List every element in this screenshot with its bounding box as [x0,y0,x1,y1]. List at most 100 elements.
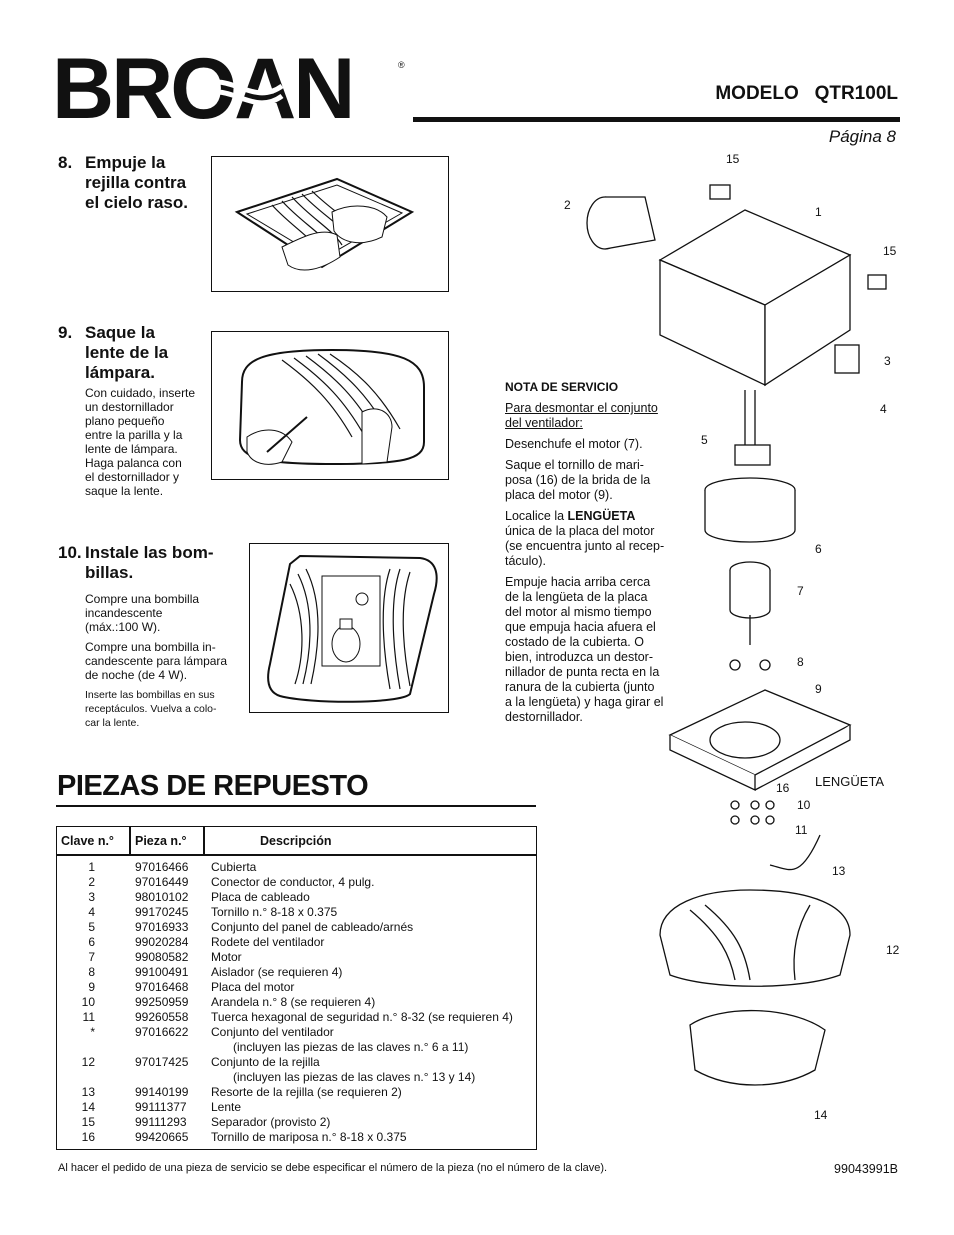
table-cell-descripcion: Cubierta [211,860,257,874]
spacer-part-right [867,274,887,290]
step-10-body-line: incandescente [85,606,163,620]
registered-mark: ® [398,60,405,70]
table-cell-clave: 12 [81,1055,95,1069]
service-note-line: Saque el tornillo de mari- [505,458,644,472]
callout-13: 13 [832,864,846,878]
callout-14: 14 [814,1108,828,1122]
table-cell-pieza: 98010102 [135,890,189,904]
table-cell-pieza: 99100491 [135,965,189,979]
table-cell-clave: 3 [88,890,95,904]
step-10-body-line: Compre una bombilla [85,592,200,606]
table-cell-clave: * [90,1025,95,1039]
step-9-body-line: saque la lente. [85,484,164,498]
callout-lenguueta: LENGÜETA [815,774,885,789]
service-note-line: táculo). [505,554,546,568]
step-8-title: Empuje la rejilla contra el cielo raso. [85,153,210,213]
service-note-line: del motor al mismo tiempo [505,605,652,619]
callout-5: 5 [701,433,708,447]
step-9-body: Con cuidado, inserte un destornillador p… [85,386,210,498]
service-note: NOTA DE SERVICIO Para desmontar el conju… [505,380,675,725]
model-value: QTR100L [814,83,898,104]
step-10-body-line: candescente para lámpara [85,654,228,668]
step-10-number: 10. [58,543,82,562]
table-cell-pieza: 99420665 [135,1130,189,1144]
callout-9: 9 [815,682,822,696]
table-header-rule [57,854,536,856]
step-10-body-line: Inserte las bombillas en sus [85,689,215,701]
service-note-line: ranura de la cubierta (junto [505,680,655,694]
step-9-body-line: plano pequeño [85,414,165,428]
table-cell-pieza: 99250959 [135,995,189,1009]
table-cell-descripcion: Conjunto del ventilador [211,1025,334,1039]
callout-15-top: 15 [726,152,740,166]
table-cell-clave: 11 [82,1010,95,1024]
step-10-body-line: (máx.:100 W). [85,620,161,634]
callout-7: 7 [797,584,804,598]
table-header-divider [129,827,131,854]
model-line: MODELO QTR100L [715,83,898,105]
callout-8: 8 [797,655,804,669]
header-clave: Clave n.° [61,834,114,848]
table-cell-descripcion: Tuerca hexagonal de seguridad n.° 8-32 (… [211,1010,513,1024]
service-note-line: costado de la cubierta. O [505,635,644,649]
service-note-line: a la lengüeta) y haga girar el [505,695,664,709]
step-9-title-line: Saque la [85,323,155,342]
header-pieza: Pieza n.° [135,834,187,848]
table-cell-clave: 15 [81,1115,95,1129]
bulb-install-illustration [267,554,438,703]
service-note-step: Desenchufe el motor (7). [505,437,643,451]
wiring-plate [834,344,860,374]
step-8-illustration [211,156,449,292]
service-note-step: Empuje hacia arriba cerca de la lengüeta… [505,575,675,725]
step-9-body-line: Con cuidado, inserte [85,386,196,400]
step-10-title-line: billas. [85,563,134,582]
table-cell-descripcion: Placa del motor [211,980,295,994]
callout-10: 10 [797,798,811,812]
table-cell-descripcion: Placa de cableado [211,890,310,904]
header-descripcion: Descripción [260,834,332,848]
step-8-title-line: Empuje la [85,153,166,172]
service-note-line: placa del motor (9). [505,488,613,502]
callout-15-right: 15 [883,244,897,258]
callout-3: 3 [884,354,891,368]
table-cell-clave: 9 [88,980,95,994]
step-9-title-line: lente de la [85,343,169,362]
table-cell-descripcion: Aislador (se requieren 4) [211,965,343,979]
table-cell-clave: 10 [81,995,95,1009]
service-note-line: (se encuentra junto al recep- [505,539,665,553]
table-cell-descripcion: Separador (provisto 2) [211,1115,331,1129]
table-cell-pieza: 97017425 [135,1055,189,1069]
table-cell-clave: 14 [81,1100,95,1114]
step-9-body-line: lente de lámpara. [85,442,178,456]
callout-4: 4 [880,402,887,416]
table-cell-pieza: 99140199 [135,1085,189,1099]
service-note-line: bien, introduzca un destor- [505,650,654,664]
step-10-body-line: receptáculos. Vuelva a colo- [85,703,217,715]
service-note-title: NOTA DE SERVICIO [505,380,619,394]
service-note-step: Saque el tornillo de mari- posa (16) de … [505,458,675,503]
step-8-title-line: rejilla contra [85,173,187,192]
table-cell-clave: 7 [88,950,95,964]
table-cell-descripcion: (incluyen las piezas de las claves n.° 6… [233,1040,469,1054]
grille-push-illustration [234,177,415,271]
step-8-title-line: el cielo raso. [85,193,188,212]
wiring-harness [734,444,771,466]
step-10-body: Compre una bombilla incandescente (máx.:… [85,592,245,730]
service-note-line: posa (16) de la brida de la [505,473,651,487]
step-10-title-line: Instale las bom- [85,543,214,562]
step-9-body-line: entre la parilla y la [85,428,183,442]
table-cell-descripcion: (incluyen las piezas de las claves n.° 1… [233,1070,476,1084]
service-note-line: nillador de punta recta en la [505,665,660,679]
step-9-illustration [211,331,449,480]
brand-wordmark: BROAN [52,50,352,130]
parts-title-rule [56,805,536,807]
table-cell-descripcion: Rodete del ventilador [211,935,325,949]
table-cell-clave: 13 [81,1085,95,1099]
table-cell-clave: 4 [88,905,95,919]
table-cell-pieza: 99080582 [135,950,189,964]
step-10-text: Instale las bom- billas. Compre una bomb… [85,543,245,730]
table-cell-pieza: 97016933 [135,920,189,934]
table-cell-clave: 1 [88,860,95,874]
header-rule [413,117,900,122]
table-cell-pieza: 97016622 [135,1025,189,1039]
